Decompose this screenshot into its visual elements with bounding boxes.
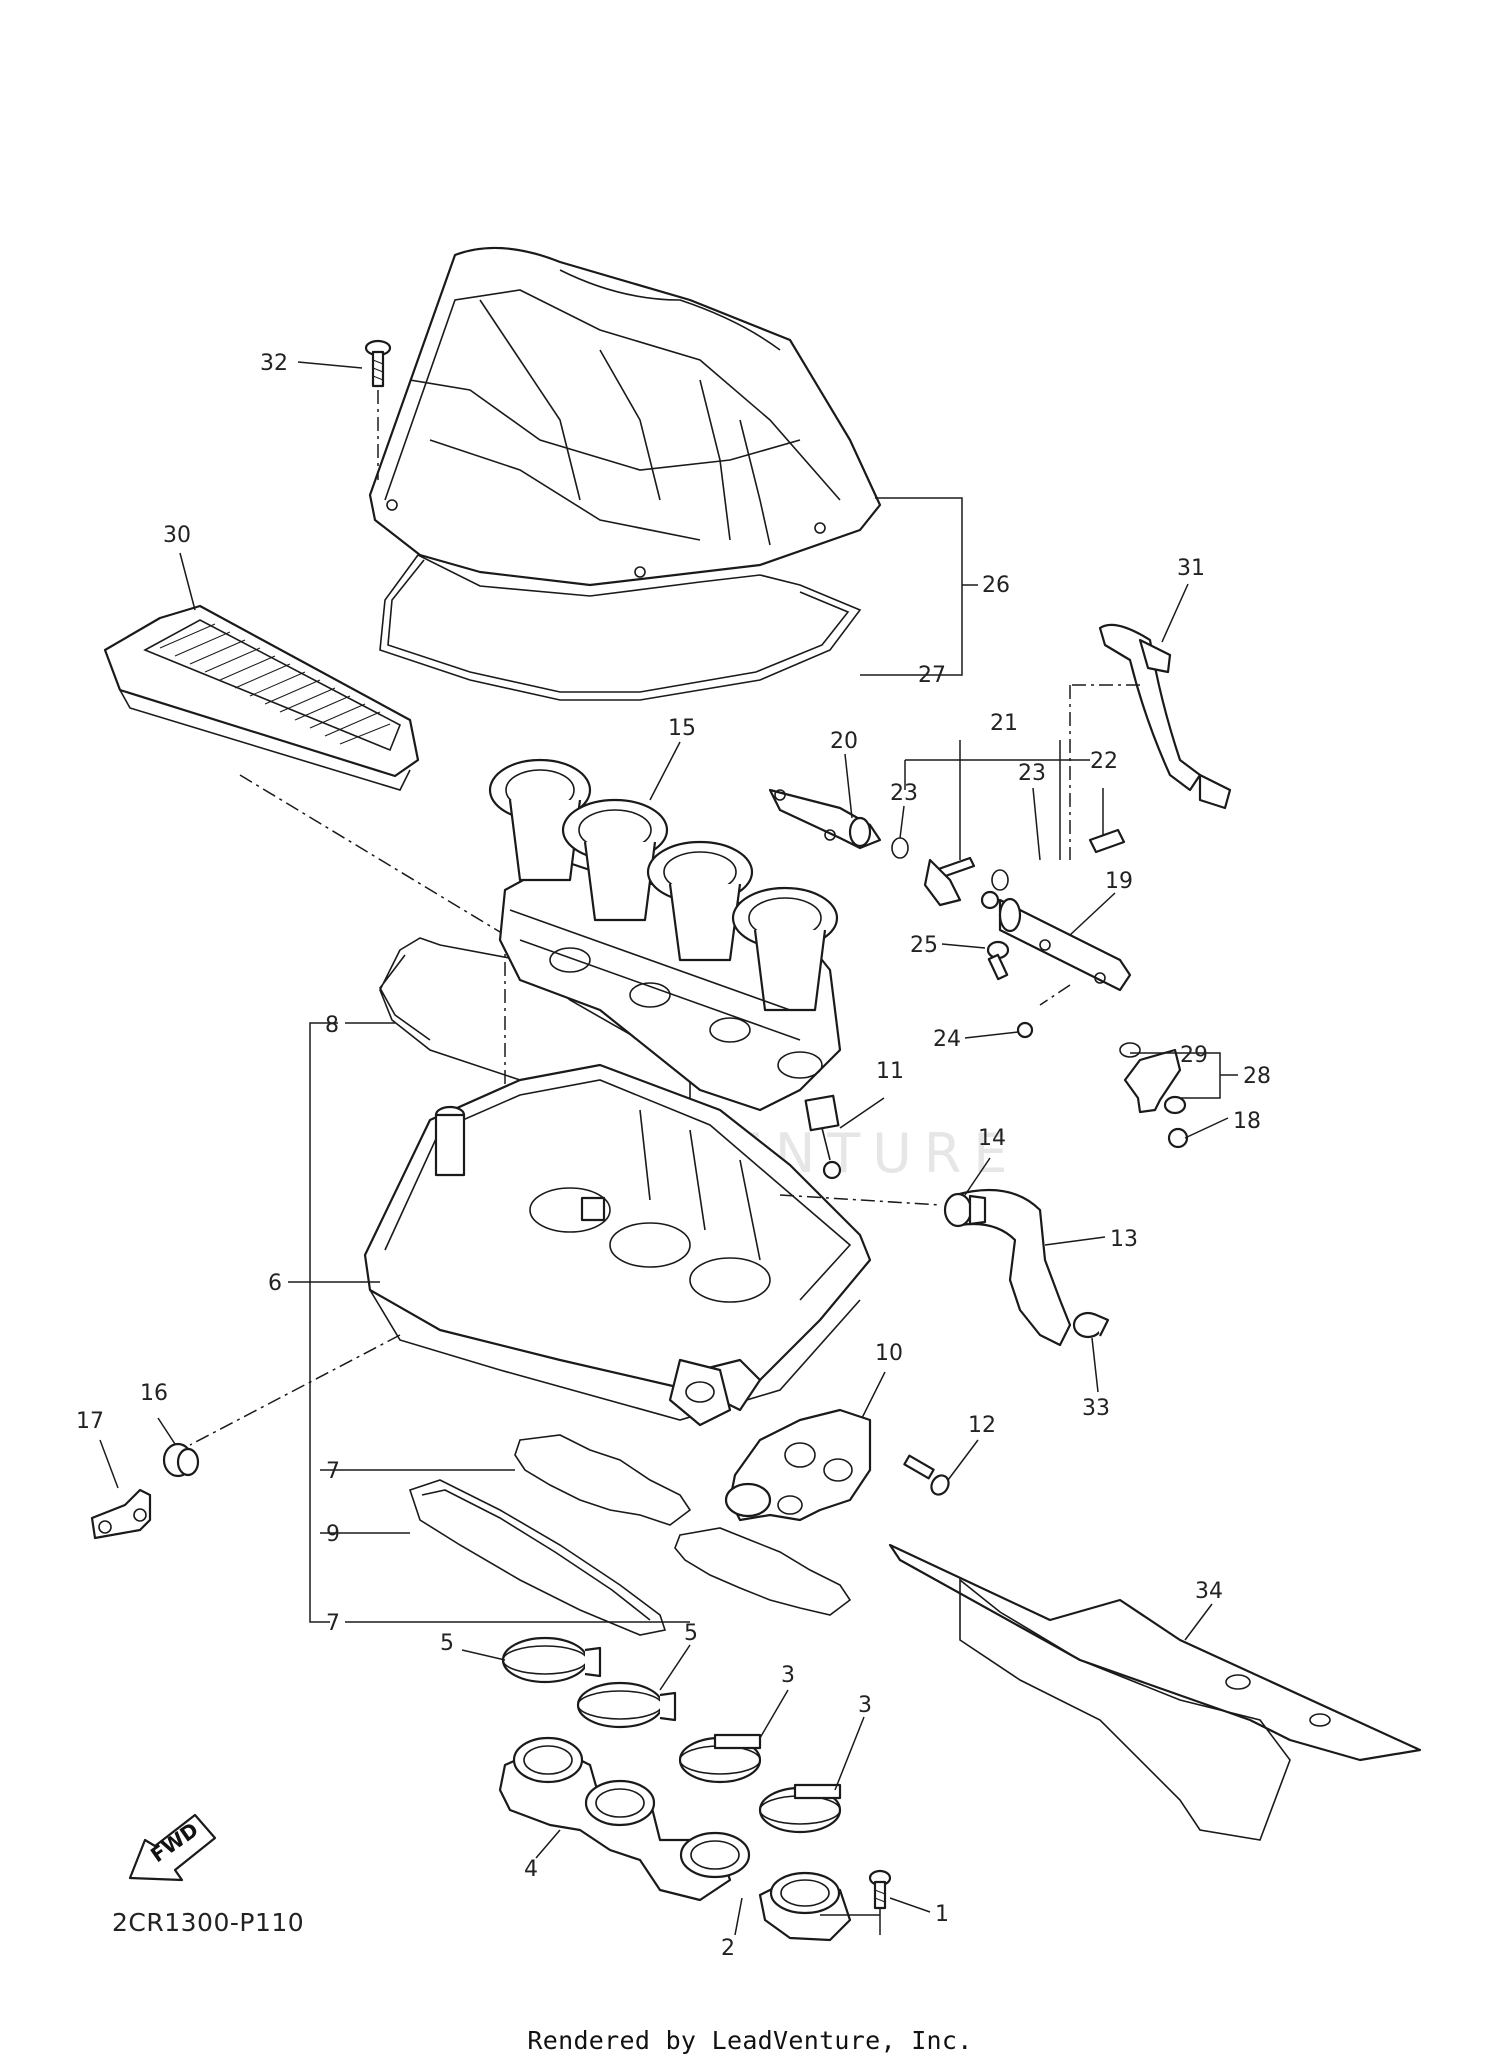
callout-23-right: 23	[1018, 761, 1046, 786]
intake-joint-2	[758, 1871, 852, 1942]
air-box-gasket	[379, 553, 862, 701]
callout-9: 9	[326, 1522, 340, 1547]
callout-5-left: 5	[440, 1631, 454, 1656]
clamp-3-left	[678, 1733, 762, 1784]
callout-7-upper: 7	[326, 1459, 340, 1484]
callout-18: 18	[1233, 1109, 1261, 1134]
fuel-rail-20	[768, 788, 882, 850]
callout-27: 27	[918, 663, 946, 688]
washer-24-bolt-25	[986, 940, 1034, 1039]
callout-33: 33	[1082, 1396, 1110, 1421]
breather-hose	[943, 1188, 1072, 1347]
injector-pipe-21	[891, 740, 1126, 910]
callout-17: 17	[76, 1409, 104, 1434]
callout-4: 4	[524, 1857, 538, 1882]
callout-11: 11	[876, 1059, 904, 1084]
fuel-guide-line-c	[1039, 984, 1071, 1006]
callout-22: 22	[1090, 749, 1118, 774]
fuel-rail-19	[998, 897, 1132, 992]
bracket-17	[90, 1488, 152, 1540]
callout-26: 26	[982, 573, 1010, 598]
callout-labels: 32 30 26 27 31 15 20 21 22 23 23 19 25 2…	[76, 351, 1271, 1961]
air-cleaner-case-cover	[368, 246, 882, 587]
leader-lines	[99, 361, 1238, 1936]
callout-15: 15	[668, 716, 696, 741]
callout-14: 14	[978, 1126, 1006, 1151]
callout-25: 25	[910, 933, 938, 958]
callout-24: 24	[933, 1027, 961, 1052]
callout-7-lower: 7	[326, 1611, 340, 1636]
sensor-11	[804, 1094, 842, 1180]
callout-20: 20	[830, 729, 858, 754]
callout-8: 8	[325, 1013, 339, 1038]
callout-31: 31	[1177, 556, 1205, 581]
air-filter-element	[103, 604, 420, 791]
callout-10: 10	[875, 1341, 903, 1366]
grommet-guide-line	[189, 1334, 401, 1446]
callout-3-right: 3	[858, 1693, 872, 1718]
callout-28: 28	[1243, 1064, 1271, 1089]
fuel-hose-31	[1098, 623, 1232, 810]
callout-13: 13	[1110, 1227, 1138, 1252]
clamp-5-right	[576, 1681, 677, 1729]
callout-6: 6	[268, 1271, 282, 1296]
intake-joint-4	[498, 1736, 751, 1902]
clamp-5-left	[501, 1636, 602, 1684]
callout-2: 2	[721, 1936, 735, 1961]
filter-guide-line	[239, 774, 506, 936]
grommet-16	[162, 1442, 200, 1478]
clamp-3-right	[758, 1783, 842, 1834]
injector-28	[1119, 1042, 1189, 1149]
callout-19: 19	[1105, 869, 1133, 894]
bolt-1	[820, 1869, 892, 1935]
callout-34: 34	[1195, 1579, 1223, 1604]
screw-12	[903, 1454, 950, 1496]
render-credit: Rendered by LeadVenture, Inc.	[527, 2026, 973, 2055]
hose-clamp-33	[1072, 1311, 1110, 1339]
gasket-7-upper	[514, 1434, 692, 1526]
forward-direction-icon: FWD	[128, 1813, 217, 1882]
callout-12: 12	[968, 1413, 996, 1438]
callout-23-left: 23	[890, 781, 918, 806]
callout-5-right: 5	[684, 1621, 698, 1646]
callout-21: 21	[990, 711, 1018, 736]
throttle-body-gasket	[379, 937, 691, 1111]
gasket-7-lower	[674, 1527, 852, 1616]
callout-32: 32	[260, 351, 288, 376]
screw-32	[364, 339, 392, 480]
heat-shield-34	[888, 1543, 1422, 1841]
callout-3-left: 3	[781, 1663, 795, 1688]
callout-1: 1	[935, 1902, 949, 1927]
callout-16: 16	[140, 1381, 168, 1406]
element-joint-9	[408, 1479, 667, 1636]
throttle-body-assembly	[488, 758, 842, 1112]
callout-30: 30	[163, 523, 191, 548]
diagram-code: 2CR1300-P110	[112, 1908, 305, 1937]
callout-29: 29	[1180, 1043, 1208, 1068]
air-cleaner-case	[363, 1063, 872, 1427]
throttle-actuator-10	[724, 1408, 872, 1522]
